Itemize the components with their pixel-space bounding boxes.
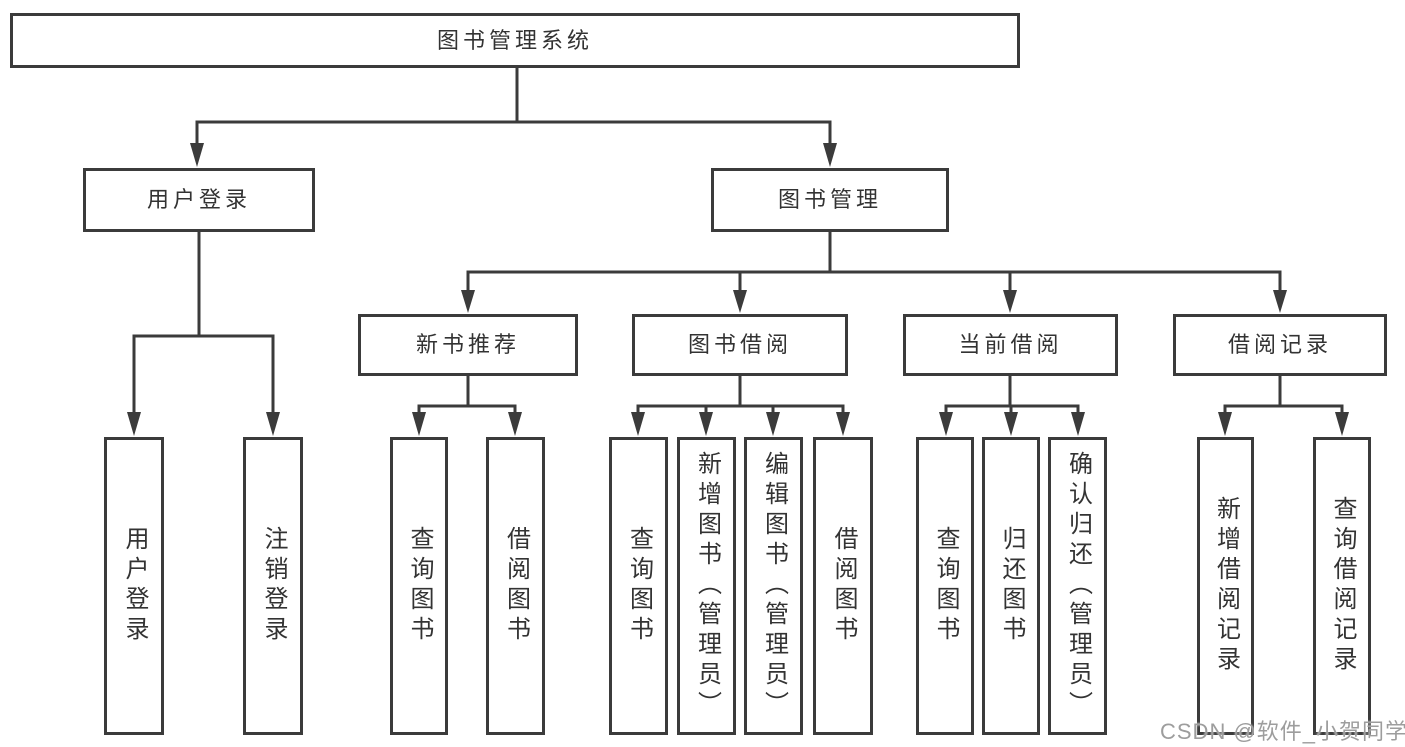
leaf-query-borrow-record: 查询借阅记录 xyxy=(1313,437,1371,735)
leaf-query-books-recommend: 查询图书 xyxy=(390,437,448,735)
edge-current-to-leaves xyxy=(944,374,1080,414)
leaf-borrow-books-recommend: 借阅图书 xyxy=(486,437,545,735)
leaf-add-borrow-record: 新增借阅记录 xyxy=(1197,437,1254,735)
edge-recommend-to-leaves xyxy=(417,374,517,414)
node-user-login: 用户登录 xyxy=(83,168,315,232)
leaf-confirm-return-admin: 确认归还（管理员） xyxy=(1048,437,1107,735)
node-new-book-recommend: 新书推荐 xyxy=(358,314,578,376)
leaf-return-books: 归还图书 xyxy=(982,437,1040,735)
node-book-borrow: 图书借阅 xyxy=(632,314,848,376)
edge-records-to-leaves xyxy=(1223,374,1344,414)
leaf-user-login: 用户登录 xyxy=(104,437,164,735)
leaf-edit-book-admin: 编辑图书（管理员） xyxy=(744,437,803,735)
leaf-query-books-borrow: 查询图书 xyxy=(609,437,668,735)
watermark: CSDN @软件_小贺同学 xyxy=(1160,719,1405,744)
edge-borrow-to-leaves xyxy=(636,374,845,414)
node-book-management: 图书管理 xyxy=(711,168,949,232)
edge-userlogin-to-leaves xyxy=(132,230,275,414)
edge-root-to-branches xyxy=(195,66,832,147)
leaf-borrow-books-borrow: 借阅图书 xyxy=(813,437,873,735)
node-root-system: 图书管理系统 xyxy=(10,13,1020,68)
leaf-add-book-admin: 新增图书（管理员） xyxy=(677,437,736,735)
leaf-query-books-current: 查询图书 xyxy=(916,437,974,735)
edge-bookmgmt-to-modules xyxy=(466,230,1282,293)
leaf-logout: 注销登录 xyxy=(243,437,303,735)
node-current-borrow: 当前借阅 xyxy=(903,314,1118,376)
tree-edges xyxy=(132,66,1344,414)
node-borrow-records: 借阅记录 xyxy=(1173,314,1387,376)
